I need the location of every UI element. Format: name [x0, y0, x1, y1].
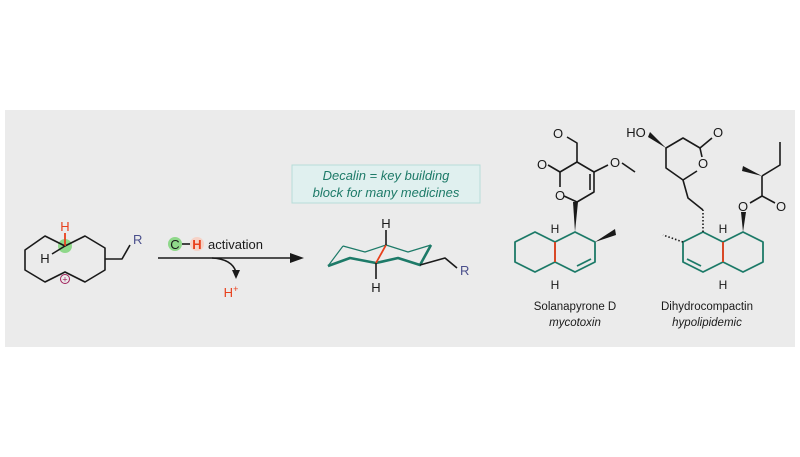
methoxy-bond — [593, 164, 609, 173]
r-group-label: R — [460, 263, 469, 278]
aldehyde-o-label: O — [553, 126, 563, 141]
left-edge — [327, 245, 344, 267]
ester-wedge — [741, 212, 746, 232]
double-bond — [576, 258, 592, 267]
ethyl-chain — [682, 179, 704, 211]
ring-fusion-bond — [375, 244, 387, 264]
decalin-product: H H R — [327, 216, 469, 295]
proton-label: H+ — [224, 284, 239, 300]
front-edge — [327, 244, 433, 268]
h-top-label: H — [551, 222, 560, 236]
side-chain — [105, 244, 131, 260]
curved-arrow — [211, 257, 237, 273]
h-highlight — [190, 237, 204, 251]
ester-carbonyl-o-label: O — [776, 199, 786, 214]
background-panel — [5, 110, 795, 347]
lactone-bond — [699, 147, 703, 158]
h-label: H — [192, 237, 201, 252]
methyl-bond — [621, 162, 636, 173]
ester-o-label: O — [738, 199, 748, 214]
decalin-callout: Decalin = key building block for many me… — [291, 164, 481, 204]
callout-line-1: Decalin = key building — [323, 168, 451, 183]
c-highlight — [168, 237, 182, 251]
hydroxy-label: HO — [626, 125, 646, 140]
r-group-label: R — [133, 232, 142, 247]
left-ring — [682, 231, 724, 273]
callout-line-2: block for many medicines — [313, 185, 460, 200]
h-bottom-label: H — [719, 278, 728, 292]
right-ring — [554, 231, 596, 273]
hydroxy-wedge — [648, 132, 666, 148]
c-label: C — [170, 237, 179, 252]
carbonyl-o-label: O — [537, 157, 547, 172]
lactone-carbonyl-o-label: O — [713, 125, 723, 140]
solanapyrone-d-structure: H H O O O O Solanapyrone D mycotoxin — [514, 126, 636, 329]
h-bond — [51, 245, 66, 255]
ring — [24, 235, 106, 283]
lactone-o-label: O — [698, 156, 708, 171]
compound-name: Dihydrocompactin — [661, 301, 753, 313]
wedge-bond — [573, 202, 578, 232]
h-red-label: H — [60, 219, 69, 234]
aldehyde-bond — [566, 136, 578, 162]
callout-box — [291, 164, 481, 204]
lactone-carbonyl-bond — [699, 137, 713, 149]
reaction-arrow: C H activation H+ — [158, 237, 304, 300]
methyl-wedge — [595, 229, 616, 242]
compound-name: Solanapyrone D — [534, 301, 616, 313]
methyl-hash — [662, 234, 684, 243]
compound-activity: hypolipidemic — [672, 317, 742, 329]
charge-label: + — [62, 275, 67, 285]
ring-o-label: O — [555, 188, 565, 203]
h-bottom-label: H — [551, 278, 560, 292]
methoxy-o-label: O — [610, 155, 620, 170]
side-chain — [419, 257, 458, 269]
ethyl-group — [761, 142, 781, 177]
lactone-o-bond — [682, 170, 698, 181]
h-top-label: H — [719, 222, 728, 236]
carbonyl-bond — [761, 195, 776, 204]
arrowhead — [290, 253, 304, 263]
h-top-label: H — [381, 216, 390, 231]
carbonyl-bond — [547, 164, 561, 173]
double-bond — [686, 258, 702, 267]
methyl-wedge — [742, 166, 762, 176]
dihydrocompactin-structure: H H O O O O HO Dihydrocompactin hypolipi… — [626, 125, 786, 329]
compound-activity: mycotoxin — [549, 317, 601, 329]
curved-arrowhead — [232, 270, 240, 279]
macrocycle-cation: H H + R — [24, 219, 142, 285]
h-label: H — [40, 251, 49, 266]
h-bottom-label: H — [371, 280, 380, 295]
charge-circle — [60, 274, 70, 284]
activation-label: activation — [208, 237, 263, 252]
